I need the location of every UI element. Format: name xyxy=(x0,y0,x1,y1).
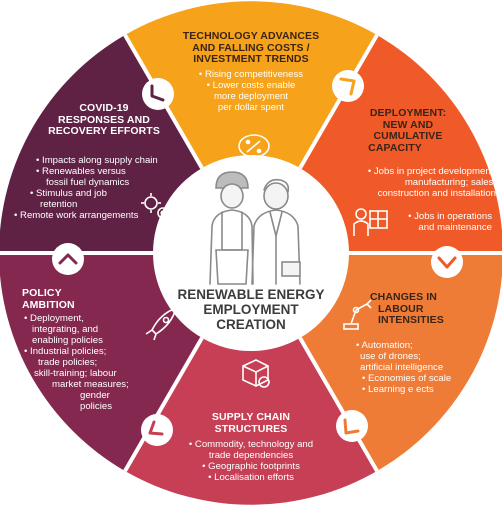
technology-segment-text: TECHNOLOGY ADVANCES AND FALLING COSTS / … xyxy=(150,30,352,113)
deployment-bullets-a: • Jobs in project development; manufactu… xyxy=(367,166,496,199)
chevron-top-right-icon xyxy=(332,70,364,102)
package-icon xyxy=(242,359,270,388)
labour-title-block: CHANGES IN LABOUR INTENSITIES xyxy=(370,291,470,327)
policy-title: POLICY AMBITION xyxy=(22,287,75,311)
segment-supply-chain xyxy=(125,337,377,505)
policy-bullets: • Deployment, integrating, and enabling … xyxy=(24,313,129,412)
deployment-title-block: DEPLOYMENT: NEW AND CUMULATIVE CAPACITY xyxy=(350,107,466,154)
labour-title: CHANGES IN LABOUR INTENSITIES xyxy=(370,291,444,326)
chevron-left-icon xyxy=(52,243,84,275)
deployment-bullets-b: • Jobs in operations and maintenance xyxy=(408,211,492,233)
robot-arm-icon xyxy=(343,299,372,330)
worker-panel-icon xyxy=(353,208,388,236)
segment-technology xyxy=(125,1,377,169)
workers-illustration xyxy=(209,171,301,285)
chevron-bottom-left-icon xyxy=(141,414,173,446)
supply-chain-bullets: • Commodity, technology and trade depend… xyxy=(188,439,314,483)
technology-bullets: • Rising competitiveness • Lower costs e… xyxy=(198,68,304,113)
technology-title: TECHNOLOGY ADVANCES AND FALLING COSTS / … xyxy=(182,30,320,65)
covid-title: COVID-19 RESPONSES AND RECOVERY EFFORTS xyxy=(48,102,160,137)
segment-dividers xyxy=(0,33,502,473)
covid-title-block: COVID-19 RESPONSES AND RECOVERY EFFORTS xyxy=(44,102,164,138)
rocket-icon xyxy=(145,306,178,341)
deployment-title: DEPLOYMENT: NEW AND CUMULATIVE CAPACITY xyxy=(368,107,447,154)
supply-chain-segment-text: SUPPLY CHAIN STRUCTURES • Commodity, tec… xyxy=(170,411,332,483)
center-circle xyxy=(155,157,347,349)
supply-chain-title: SUPPLY CHAIN STRUCTURES xyxy=(211,411,291,435)
center-title: RENEWABLE ENERGY EMPLOYMENT CREATION xyxy=(177,287,325,332)
policy-segment-text: POLICY AMBITION • Deployment, integratin… xyxy=(22,287,162,412)
virus-gear-icon xyxy=(141,193,169,219)
covid-bullets: • Impacts along supply chain • Renewable… xyxy=(14,155,158,221)
labour-bullets: • Automation; use of drones; artificial … xyxy=(356,340,452,395)
chevron-top-left-icon xyxy=(142,78,174,110)
chevron-right-icon xyxy=(431,246,463,278)
piggy-bank-percent-icon xyxy=(238,134,270,161)
chevron-bottom-right-icon xyxy=(336,410,368,442)
